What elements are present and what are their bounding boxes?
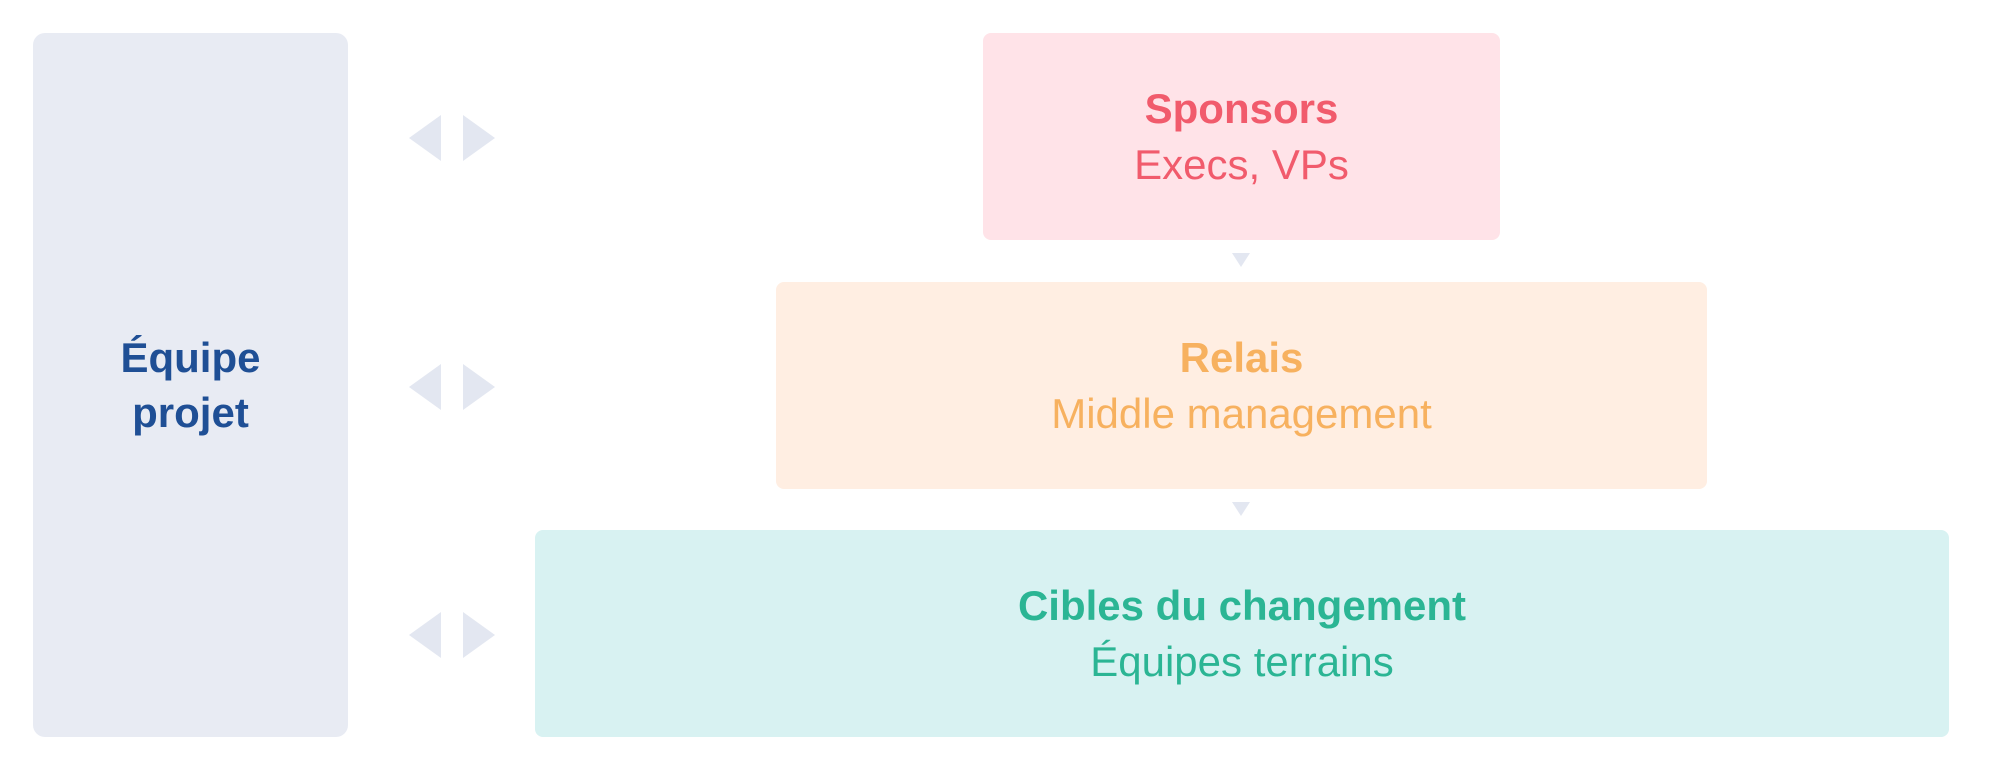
level-cibles: Cibles du changement Équipes terrains — [535, 530, 1949, 737]
level-title: Relais — [1179, 333, 1304, 381]
level-title: Sponsors — [1144, 84, 1339, 132]
left-right-arrows-icon — [405, 364, 495, 410]
project-team-label: Équipe projet — [120, 334, 261, 436]
level-subtitle: Équipes terrains — [1090, 637, 1394, 685]
level-title: Cibles du changement — [1017, 581, 1467, 629]
left-right-arrows-icon — [405, 612, 495, 658]
left-right-arrows-icon — [405, 115, 495, 161]
down-triangle-icon — [1232, 502, 1250, 516]
level-sponsors: Sponsors Execs, VPs — [983, 33, 1500, 240]
project-team-panel: Équipe projet — [33, 33, 348, 737]
level-relais: Relais Middle management — [776, 282, 1707, 489]
down-triangle-icon — [1232, 253, 1250, 267]
level-subtitle: Execs, VPs — [1134, 140, 1349, 188]
level-subtitle: Middle management — [1051, 389, 1432, 437]
